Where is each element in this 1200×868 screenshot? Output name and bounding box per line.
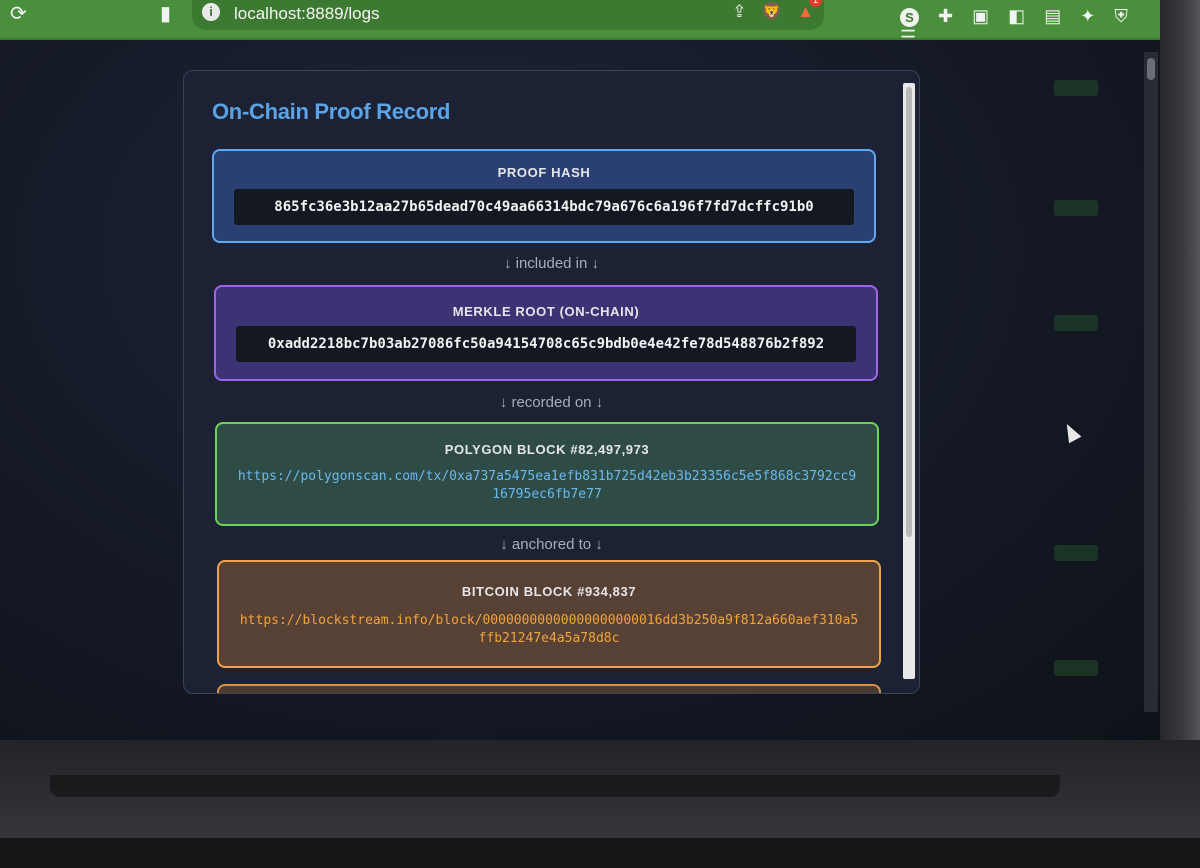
proof-hash-value[interactable]: 865fc36e3b12aa27b65dead70c49aa66314bdc79… [234,189,854,225]
bitcoin-block-label: BITCOIN BLOCK #934,837 [461,584,637,599]
address-bar[interactable]: i localhost:8889/logs ⇪ 🦁 ▲1 [192,0,824,30]
polygon-block-box: POLYGON BLOCK #82,497,973 https://polygo… [215,422,879,526]
merkle-root-label: MERKLE ROOT (ON-CHAIN) [452,304,640,319]
laptop-bezel [1160,0,1200,868]
blockstream-link[interactable]: https://blockstream.info/block/000000000… [239,613,859,646]
connector-included-in: ↓ included in ↓ [503,255,600,272]
keyboard-edge [0,838,1200,868]
screenshot-icon[interactable]: ▣ [972,6,990,26]
bitcoin-block-box: BITCOIN BLOCK #934,837 https://blockstre… [217,560,881,668]
brave-rewards-icon[interactable]: ▲1 [797,0,822,22]
polygonscan-link[interactable]: https://polygonscan.com/tx/0xa737a5475ea… [237,469,857,502]
brave-shields-icon[interactable]: 🦁 [761,2,783,21]
proof-hash-label: PROOF HASH [497,165,591,180]
card-scrollbar-thumb[interactable] [906,87,912,537]
merkle-root-box: MERKLE ROOT (ON-CHAIN) 0xadd2218bc7b03ab… [214,285,878,381]
notification-badge: 1 [809,0,822,7]
background-decoration [1054,200,1098,216]
connector-recorded-on: ↓ recorded on ↓ [499,394,604,411]
background-decoration [1054,545,1098,561]
address-bar-actions: ⇪ 🦁 ▲1 [722,0,822,22]
puzzle-icon[interactable]: ✚ [938,6,954,26]
background-decoration [1054,80,1098,96]
info-icon[interactable]: i [202,3,220,21]
next-record-box [217,684,881,693]
background-decoration [1054,315,1098,331]
bookmark-icon[interactable]: ▮ [160,3,172,25]
reload-icon[interactable]: ⟳ [10,3,27,25]
page-scrollbar[interactable] [1144,52,1158,712]
sidebar-icon[interactable]: ◧ [1008,6,1026,26]
polygon-block-label: POLYGON BLOCK #82,497,973 [444,442,650,457]
proof-record-card: On-Chain Proof Record PROOF HASH 865fc36… [183,70,920,694]
sparkle-icon[interactable]: ✦ [1080,6,1096,26]
proof-hash-box: PROOF HASH 865fc36e3b12aa27b65dead70c49a… [212,149,876,243]
browser-toolbar: ⟳ ▮ i localhost:8889/logs ⇪ 🦁 ▲1 S ✚ ▣ ◧… [0,0,1160,47]
card-title: On-Chain Proof Record [212,99,451,124]
share-icon[interactable]: ⇪ [732,2,747,21]
wallet-icon[interactable]: ▤ [1044,6,1062,26]
card-scrollbar[interactable] [903,83,915,679]
shield-check-icon[interactable]: ⛨ [1114,6,1128,26]
merkle-root-value[interactable]: 0xadd2218bc7b03ab27086fc50a94154708c65c9… [236,326,856,362]
background-decoration [1054,660,1098,676]
profile-avatar[interactable]: S [900,8,919,27]
url-text[interactable]: localhost:8889/logs [234,4,380,23]
laptop-hinge [50,775,1060,797]
page-scrollbar-thumb[interactable] [1147,58,1155,80]
connector-anchored-to: ↓ anchored to ↓ [500,536,603,553]
